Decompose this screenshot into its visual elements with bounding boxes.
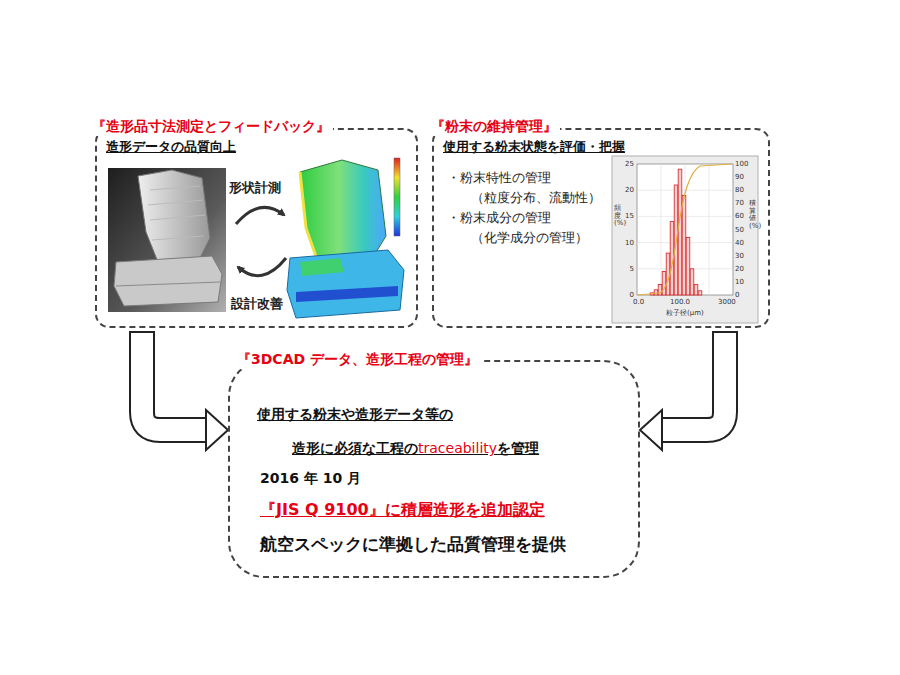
body-text: 使用する粉末や造形データ等の	[257, 406, 453, 424]
bullet-text: ・粉末特性の管理	[447, 170, 551, 186]
body-line: 造形に必須な工程のtraceabilityを管理	[292, 440, 539, 458]
rect-part	[666, 253, 670, 295]
body-text: を管理	[497, 440, 539, 456]
rect-part	[682, 195, 686, 295]
blade-photo	[138, 170, 210, 262]
color-bar	[394, 158, 400, 236]
box-subheading: 使用する粉末状態を評価・把握	[443, 139, 625, 155]
rect-part	[678, 169, 682, 295]
rect-part	[698, 291, 702, 295]
tick-label: 10	[735, 278, 744, 286]
tick-label: 80	[735, 186, 744, 194]
tick-label: 40	[735, 239, 744, 247]
cumulative-curve	[638, 164, 732, 295]
tick-label: 70	[735, 199, 744, 207]
arrow-fill	[662, 332, 725, 430]
body-text: 造形に必須な工程の	[292, 440, 418, 456]
box-heading: 『3DCAD データ、造形工程の管理』	[234, 351, 481, 369]
tick-label: 60	[735, 212, 744, 220]
rect-part	[686, 237, 690, 295]
bullet-text: （化学成分の管理）	[471, 230, 588, 246]
certification-text: 『JIS Q 9100』に積層造形を追加認定	[260, 500, 545, 520]
highlight-word: traceability	[418, 440, 497, 456]
cycle-arrow	[238, 258, 286, 276]
block-arrow	[640, 332, 738, 450]
summary-text: 航空スペックに準拠した品質管理を提供	[260, 534, 566, 555]
cad-edge	[300, 172, 318, 262]
arrow-cap	[129, 331, 155, 333]
box-heading: 『造形品寸法測定とフィードバック』	[89, 118, 333, 136]
tick-label: 5	[617, 265, 634, 273]
process-label: 形状計測	[229, 180, 281, 196]
axis-title: 粒子径(μm)	[666, 309, 704, 317]
tick-label: 15	[617, 212, 634, 220]
date-text: 2016 年 10 月	[260, 470, 361, 488]
blade-texture	[148, 186, 205, 240]
photo-background	[108, 168, 226, 312]
plot-area	[637, 164, 733, 295]
arrow-head	[640, 410, 662, 450]
tick-label: 3000	[718, 298, 736, 306]
histogram-bars	[650, 169, 702, 295]
block-arrow	[129, 332, 228, 450]
tick-label: 0.0	[633, 298, 644, 306]
base-photo	[114, 256, 222, 306]
axis-title: 頻度(%)	[614, 205, 621, 228]
rect-part	[694, 285, 698, 296]
cycle-arrow	[236, 207, 284, 224]
arrow-outline	[142, 332, 206, 430]
base-edge	[116, 282, 220, 286]
bullet-text: （粒度分布、流動性）	[471, 190, 601, 206]
bullet-text: ・粉末成分の管理	[447, 210, 551, 226]
cad-base	[287, 250, 404, 318]
tick-label: 90	[735, 173, 744, 181]
tick-label: 20	[617, 186, 634, 194]
cad-stripe	[296, 286, 398, 302]
rect-part	[662, 271, 666, 295]
rect-part	[654, 290, 658, 295]
box-heading: 『粉末の維持管理』	[428, 118, 560, 136]
tick-label: 10	[617, 239, 634, 247]
arrow-cap	[712, 331, 738, 333]
arrow-head	[206, 410, 228, 450]
tick-label: 30	[735, 252, 744, 260]
arrow-outline	[662, 332, 725, 430]
process-label: 設計改善	[231, 296, 283, 312]
chart-panel	[612, 156, 758, 323]
tick-label: 100	[735, 160, 748, 168]
box-subheading: 造形データの品質向上	[106, 139, 236, 155]
tick-label: 0	[617, 291, 634, 299]
axis-title: 積算値(%)	[749, 200, 756, 231]
arrow-fill	[142, 332, 206, 430]
grid-lines	[637, 164, 733, 295]
cad-blade	[300, 160, 386, 262]
management-box: 『3DCAD データ、造形工程の管理』使用する粉末や造形データ等の造形に必須な工…	[228, 360, 640, 578]
cad-patch	[300, 258, 344, 276]
tick-label: 25	[617, 160, 634, 168]
tick-label: 20	[735, 265, 744, 273]
tick-label: 50	[735, 226, 744, 234]
rect-part	[690, 269, 694, 295]
tick-label: 100.0	[670, 298, 690, 306]
